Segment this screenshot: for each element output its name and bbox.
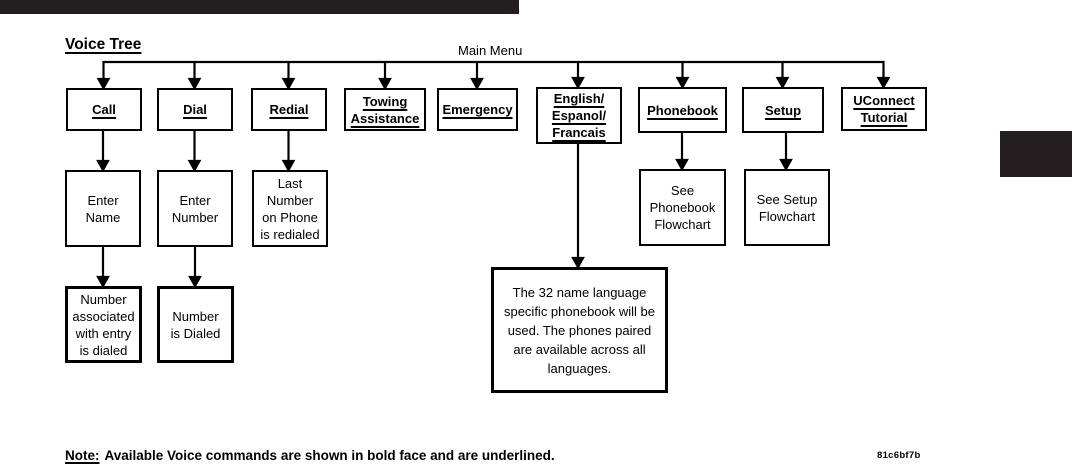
page-title: Voice Tree	[65, 36, 142, 53]
node-phonebook: Phonebook	[638, 87, 727, 133]
node-call: Call	[66, 88, 142, 131]
node-setup: Setup	[742, 87, 824, 133]
node-language-info: The 32 name language specific phonebook …	[491, 267, 668, 393]
node-dial: Dial	[157, 88, 233, 131]
note-label: Note:	[65, 448, 100, 463]
node-see-setup-flowchart: See Setup Flowchart	[744, 169, 830, 246]
figure-code: 81c6bf7b	[877, 450, 921, 461]
top-black-bar	[0, 0, 519, 14]
node-number-is-dialed: Number is Dialed	[157, 286, 234, 363]
main-menu-label: Main Menu	[458, 43, 523, 58]
node-last-number-redialed: Last Number on Phone is redialed	[252, 170, 328, 247]
node-towing-assistance: Towing Assistance	[344, 88, 426, 131]
note-text: Available Voice commands are shown in bo…	[104, 448, 555, 463]
node-redial: Redial	[251, 88, 327, 131]
right-edge-black-block	[1000, 131, 1072, 177]
node-see-phonebook-flowchart: See Phonebook Flowchart	[639, 169, 726, 246]
node-uconnect-tutorial: UConnect Tutorial	[841, 87, 927, 131]
node-number-associated-dialed: Number associated with entry is dialed	[65, 286, 142, 363]
node-enter-name: Enter Name	[65, 170, 141, 247]
node-enter-number: Enter Number	[157, 170, 233, 247]
node-emergency: Emergency	[437, 88, 518, 131]
node-language-select: English/ Espanol/ Francais	[536, 87, 622, 144]
footer-note: Note: Available Voice commands are shown …	[65, 448, 555, 463]
